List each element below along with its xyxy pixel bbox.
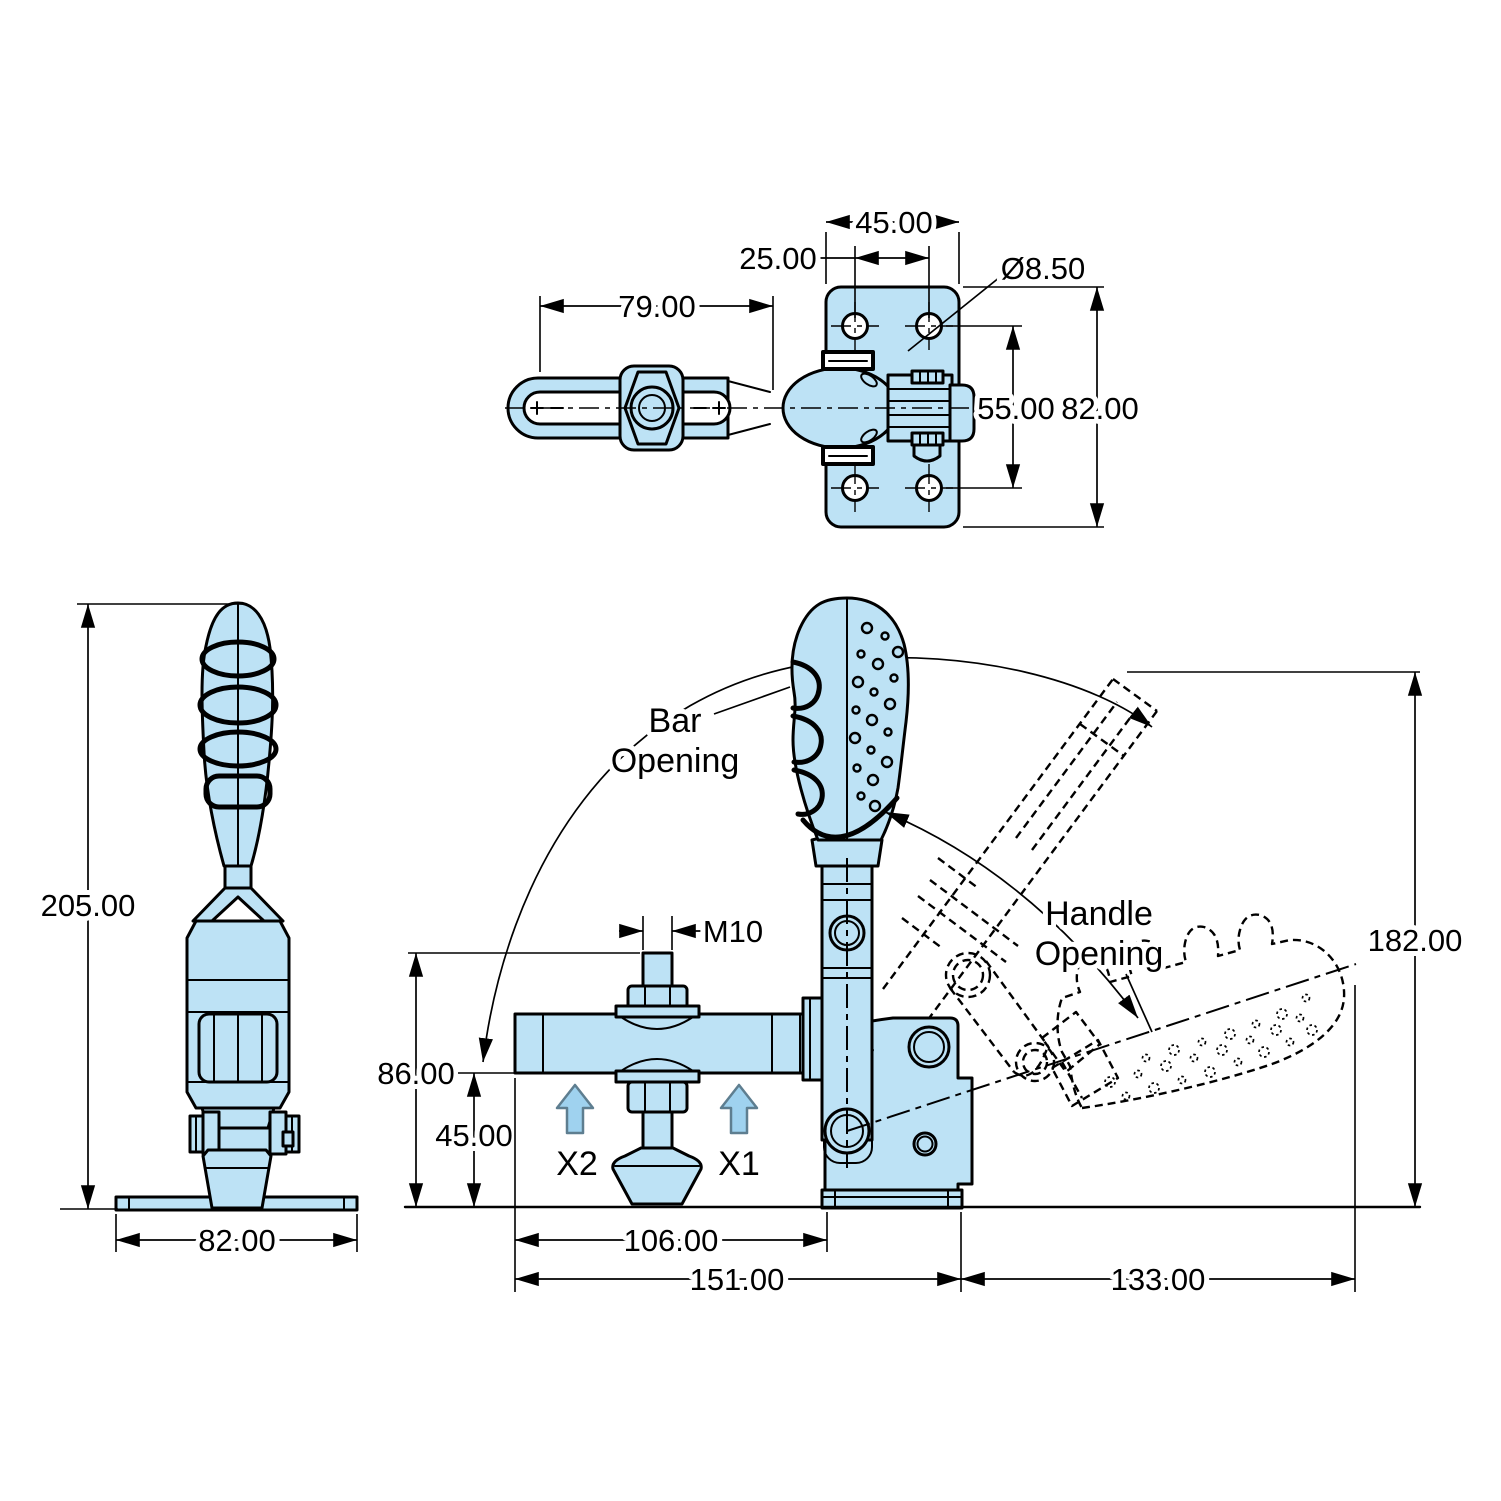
spindle-washer-upper [614,1004,701,1019]
dim-open-height: 182.00 [1127,671,1467,1207]
clevis-fork-side [191,886,285,923]
dim-bar-length: 79.00 [539,284,774,390]
label-handle-opening: Handle Opening [1030,890,1168,1033]
handle-opening-leader [1125,973,1153,1033]
bar-opening-arc [478,656,1153,1063]
label-bar-opening-line1: Bar [649,702,702,740]
rubber-foot-side [201,1148,273,1210]
dim-overall-height: 205.00 [36,603,245,1210]
phantom-bar-slot [1015,701,1134,851]
dim-text-overall-height: 205.00 [41,888,136,923]
dim-plate-width: 45.00 [825,200,960,284]
boss-slot-lower [860,428,878,444]
clevis-stud-lower [910,431,945,463]
label-handle-opening-line1: Handle [1045,895,1153,933]
spindle-foot [611,1146,703,1206]
dim-hole-diameter: Ø8.50 [907,246,1090,352]
arm-section-lines [213,1013,263,1083]
spindle-assembly [611,951,703,1206]
dim-text-height-to-bar: 86.00 [377,1056,455,1091]
dim-height-to-bar: 86.00 [372,952,640,1207]
dim-text-hole-pitch-x: 25.00 [739,241,817,276]
dim-text-bar-length: 79.00 [618,289,696,324]
side-view: 205.00 82.00 [36,601,359,1263]
force-arrow-x2-icon [555,1083,595,1135]
label-bar-opening-line2: Opening [611,742,740,780]
dim-text-overall-length: 151.00 [690,1262,785,1297]
dim-handle-overhang: 133.00 [961,985,1356,1302]
clamp-bar-front [513,1012,832,1075]
dim-plate-height: 82.00 [963,286,1144,528]
grip-cutouts-side [197,639,279,810]
clevis-stud-upper [910,369,945,385]
phantom-link-tab [1040,1010,1102,1074]
dim-text-hole-pitch-y: 55.00 [977,391,1055,426]
dim-text-base-width: 82.00 [198,1223,276,1258]
dim-overall-length: 151.00 [515,1212,962,1302]
spindle-nut-lower [626,1080,689,1114]
phantom-grip [1056,913,1346,1110]
dim-text-hole-diameter: Ø8.50 [1001,251,1085,286]
dim-bar-reach: 106.00 [514,1078,828,1292]
label-handle-opening-line2: Opening [1035,935,1164,973]
mounting-holes [831,302,953,512]
clamp-bar-lines [542,1013,801,1074]
phantom-ferrule [1050,1038,1120,1108]
phantom-link-eye-inner [1021,1048,1049,1076]
base-flange-front-lines [821,1189,963,1209]
jaw-plate [801,996,825,1082]
dim-under-bar-clearance: 45.00 [430,1072,518,1207]
front-view: X2 X1 Bar Opening Handle Opening M10 86.… [372,596,1467,1302]
dim-text-plate-height: 82.00 [1061,391,1139,426]
dim-text-bar-reach: 106.00 [624,1223,719,1258]
base-flange-front [820,1188,964,1210]
dim-text-under-bar-clearance: 45.00 [435,1118,513,1153]
label-force-x2: X2 [556,1145,598,1183]
clevis-lamination-lines [887,388,953,428]
handle-neck-side [223,864,253,890]
dim-text-plate-width: 45.00 [855,205,933,240]
grip-finger-grooves [790,659,900,840]
centerline-end-marks [530,401,726,415]
open-handle-centerline [846,963,1357,1132]
boss-slot-upper [860,372,878,388]
grip-texture-dots [848,621,905,813]
force-arrow-x1-icon [719,1083,759,1135]
top-view: 45.00 25.00 Ø8.50 79.00 55.00 82.00 [505,200,1144,529]
label-bar-opening: Bar Opening [606,686,791,785]
dim-hole-pitch-y: 55.00 [946,325,1060,489]
dim-spindle-thread: M10 [619,909,768,954]
dim-text-spindle-thread: M10 [703,914,763,949]
spindle-washer-lower [614,1069,701,1084]
phantom-bar [882,678,1158,1022]
base-flange-ticks [128,1196,345,1211]
phantom-link-arm [949,960,1050,1077]
dim-base-width: 82.00 [115,1214,358,1263]
phantom-link-eye-outer [1014,1041,1056,1083]
spindle-rod-bottom [641,1110,674,1152]
clevis-end-cap [948,383,976,443]
bar-taper-lines [727,380,771,436]
side-screws [188,1110,301,1156]
dim-text-open-height: 182.00 [1368,923,1463,958]
phantom-grip-dots [1104,993,1318,1101]
spindle-rod-top [641,951,674,991]
label-force-x1: X1 [718,1145,760,1183]
bar-opening-leader [713,686,791,715]
phantom-spindle [901,857,1019,963]
dim-hole-pitch-x: 25.00 [734,236,930,318]
dim-text-handle-overhang: 133.00 [1111,1262,1206,1297]
handle-opening-arc [884,811,1139,1019]
